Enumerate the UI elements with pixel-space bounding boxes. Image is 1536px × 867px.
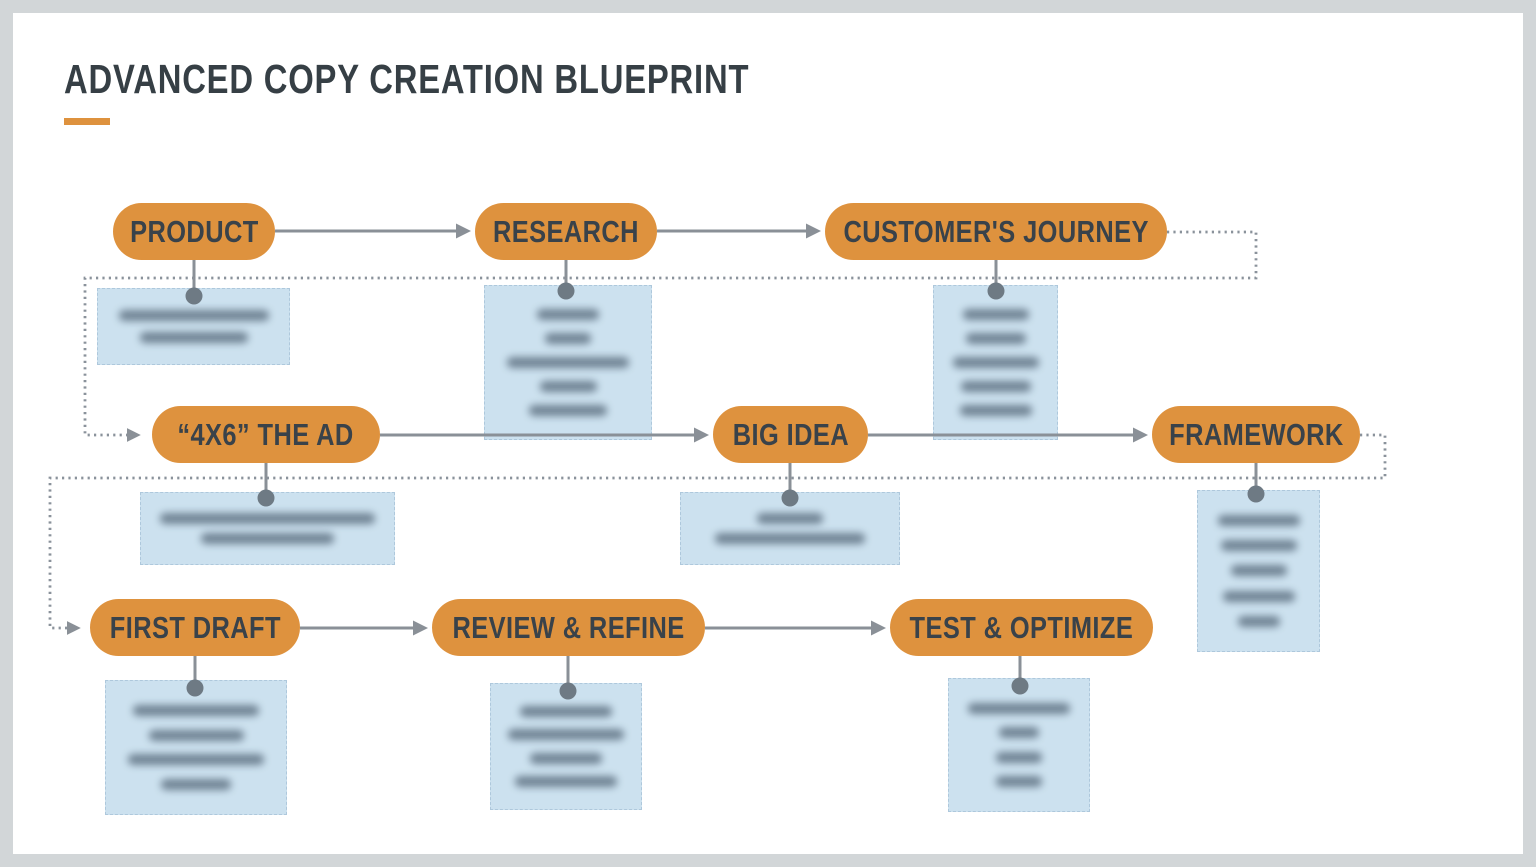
blurred-text-line — [1220, 540, 1297, 552]
page-title: ADVANCED COPY CREATION BLUEPRINT — [64, 56, 921, 103]
blurred-text-line — [133, 704, 259, 716]
node-first-draft-label: FIRST DRAFT — [109, 609, 281, 645]
blurred-text-line — [996, 751, 1042, 763]
detail-box-customers-journey — [933, 285, 1058, 440]
node-big-idea-label: BIG IDEA — [732, 416, 849, 452]
blurred-text-line — [996, 776, 1042, 788]
node-customers-journey: CUSTOMER'S JOURNEY — [825, 203, 1167, 260]
blurred-text-line — [965, 333, 1026, 344]
node-big-idea: BIG IDEA — [713, 406, 868, 463]
blurred-text-line — [201, 533, 334, 545]
blurred-text-line — [539, 381, 597, 392]
detail-box-big-idea — [680, 492, 900, 565]
page-title-text: ADVANCED COPY CREATION BLUEPRINT — [64, 56, 750, 102]
blurred-text-line — [508, 729, 624, 741]
node-review-refine-label: REVIEW & REFINE — [452, 609, 685, 645]
blurred-text-line — [968, 702, 1070, 714]
blurred-text-line — [1230, 565, 1287, 577]
blurred-text-line — [160, 512, 375, 524]
node-framework-label: FRAMEWORK — [1168, 416, 1344, 452]
blurred-text-line — [128, 754, 264, 766]
blurred-text-line — [139, 332, 248, 343]
blurred-text-line — [960, 381, 1031, 392]
node-customers-journey-label: CUSTOMER'S JOURNEY — [843, 213, 1149, 249]
blurred-text-line — [715, 533, 865, 545]
node-4x6-the-ad: “4X6” THE AD — [152, 406, 380, 463]
blurred-text-line — [757, 512, 823, 524]
blurred-text-line — [118, 310, 269, 321]
node-research-label: RESEARCH — [493, 213, 639, 249]
blurred-text-line — [952, 357, 1039, 368]
blurred-text-line — [148, 729, 244, 741]
blurred-text-line — [999, 727, 1039, 739]
detail-box-research — [484, 285, 652, 440]
node-product-label: PRODUCT — [129, 213, 259, 249]
node-4x6-the-ad-label: “4X6” THE AD — [177, 416, 355, 452]
node-test-optimize-label: TEST & OPTIMIZE — [909, 609, 1134, 645]
detail-box-review-refine — [490, 683, 642, 810]
node-product: PRODUCT — [113, 203, 275, 260]
detail-box-product — [97, 288, 290, 365]
node-research: RESEARCH — [475, 203, 657, 260]
blurred-text-line — [507, 357, 629, 368]
blurred-text-line — [529, 405, 607, 416]
detail-box-test-optimize — [948, 678, 1090, 812]
detail-box-first-draft — [105, 680, 287, 815]
blurred-text-line — [959, 405, 1032, 416]
blurred-text-line — [537, 309, 599, 320]
blurred-text-line — [161, 779, 231, 791]
blurred-text-line — [1237, 615, 1280, 627]
node-first-draft: FIRST DRAFT — [90, 599, 300, 656]
title-accent-bar — [64, 118, 110, 125]
blurred-text-line — [962, 309, 1029, 320]
detail-box-4x6-the-ad — [140, 492, 395, 565]
node-framework: FRAMEWORK — [1152, 406, 1360, 463]
node-test-optimize: TEST & OPTIMIZE — [890, 599, 1153, 656]
blurred-text-line — [515, 775, 617, 787]
blurred-text-line — [520, 706, 612, 718]
blurred-text-line — [530, 752, 602, 764]
detail-box-framework — [1197, 490, 1320, 652]
blurred-text-line — [1217, 515, 1300, 527]
node-review-refine: REVIEW & REFINE — [432, 599, 705, 656]
blurred-text-line — [545, 333, 591, 344]
blurred-text-line — [1222, 590, 1295, 602]
